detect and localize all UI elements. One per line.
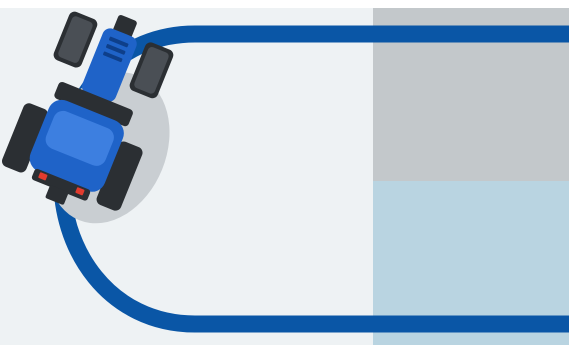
path-and-tractor-drawing [0, 0, 569, 345]
illustration-scene [0, 0, 569, 345]
